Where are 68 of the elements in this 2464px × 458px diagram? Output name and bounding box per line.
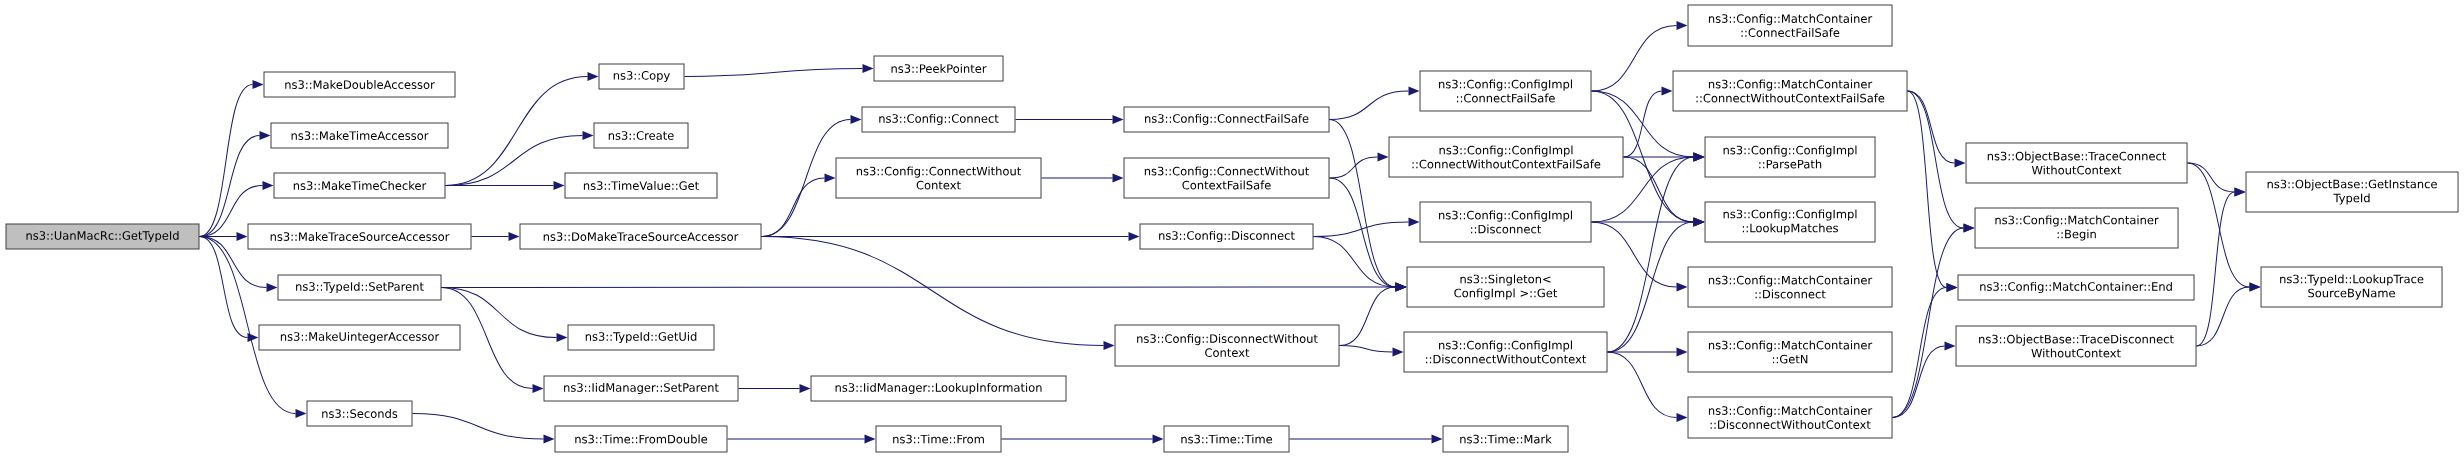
arrow bbox=[1591, 21, 1688, 92]
function-box: ns3::Config::MatchContainer ::Disconnect bbox=[1687, 266, 1893, 308]
function-box: ns3::IidManager::SetParent bbox=[543, 375, 739, 402]
root-function-box: ns3::UanMacRc::GetTypeId bbox=[5, 223, 200, 250]
function-box: ns3::Config::MatchContainer ::Begin bbox=[1974, 207, 2179, 249]
function-box: ns3::Time::Mark bbox=[1442, 425, 1569, 453]
function-box: ns3::DoMakeTraceSourceAccessor bbox=[519, 223, 762, 250]
function-box: ns3::Time::From bbox=[875, 425, 1002, 453]
function-box: ns3::ObjectBase::TraceDisconnect WithoutContext bbox=[1955, 325, 2197, 367]
arrow bbox=[412, 413, 555, 444]
arrow bbox=[1892, 341, 1956, 418]
arrow bbox=[727, 434, 876, 444]
arrow bbox=[199, 236, 307, 418]
arrow bbox=[761, 236, 1115, 350]
function-box: ns3::Config::ConnectFailSafe bbox=[1123, 106, 1330, 133]
arrow bbox=[1015, 115, 1124, 124]
function-box: ns3::Copy bbox=[598, 63, 685, 90]
function-box: ns3::IidManager::LookupInformation bbox=[810, 375, 1067, 402]
function-box: ns3::Time::Time bbox=[1163, 425, 1290, 453]
arrow bbox=[684, 64, 874, 77]
arrow bbox=[738, 384, 811, 393]
function-box: ns3::MakeDoubleAccessor bbox=[263, 71, 456, 98]
function-box: ns3::Config::ConfigImpl ::Disconnect bbox=[1419, 201, 1592, 243]
function-box: ns3::TypeId::LookupTrace SourceByName bbox=[2260, 266, 2443, 308]
function-box: ns3::Config::MatchContainer ::ConnectWithoutContextFailSafe bbox=[1672, 70, 1908, 112]
function-box: ns3::Config::ConfigImpl ::ConnectFailSafe bbox=[1419, 70, 1592, 112]
arrow bbox=[1041, 173, 1124, 183]
function-box: ns3::Config::ConnectWithout Context bbox=[835, 157, 1042, 199]
function-box: ns3::TypeId::GetUid bbox=[567, 324, 715, 351]
function-box: ns3::TimeValue::Get bbox=[564, 172, 718, 199]
function-box: ns3::Config::ConfigImpl ::DisconnectWithoutContext bbox=[1403, 331, 1608, 373]
function-box: ns3::Config::Connect bbox=[861, 106, 1016, 133]
function-box: ns3::MakeTimeAccessor bbox=[270, 122, 449, 149]
function-box: ns3::Create bbox=[593, 122, 689, 149]
function-box: ns3::Config::DisconnectWithout Context bbox=[1114, 324, 1340, 367]
function-box: ns3::MakeTimeChecker bbox=[273, 172, 446, 199]
function-box: ns3::PeekPointer bbox=[873, 55, 1004, 82]
arrow bbox=[1289, 434, 1443, 444]
arrow bbox=[1339, 345, 1404, 357]
arrow bbox=[2196, 187, 2246, 347]
arrow bbox=[1329, 152, 1389, 179]
function-box: ns3::Config::Disconnect bbox=[1139, 223, 1314, 250]
arrow bbox=[199, 236, 259, 342]
function-box: ns3::ObjectBase::TraceConnect WithoutContext bbox=[1965, 142, 2188, 184]
arrow bbox=[1591, 221, 1688, 292]
function-box: ns3::Config::MatchContainer ::ConnectFailSafe bbox=[1687, 4, 1893, 47]
function-box: ns3::ObjectBase::GetInstance TypeId bbox=[2245, 171, 2459, 213]
arrow bbox=[471, 232, 520, 241]
function-box: ns3::Config::MatchContainer::End bbox=[1957, 274, 2195, 301]
function-box: ns3::MakeTraceSourceAccessor bbox=[247, 223, 472, 250]
arrow bbox=[2196, 282, 2261, 347]
function-box: ns3::Config::ConnectWithout ContextFailSafe bbox=[1123, 157, 1330, 199]
function-box: ns3::Config::ConfigImpl ::ConnectWithoutContextFailSafe bbox=[1388, 136, 1624, 178]
arrow bbox=[1607, 351, 1688, 422]
function-box: ns3::Singleton< ConfigImpl >::Get bbox=[1406, 266, 1605, 308]
function-box: ns3::Config::ConfigImpl ::LookupMatches bbox=[1704, 201, 1876, 243]
arrow bbox=[1001, 434, 1164, 444]
arrow bbox=[445, 181, 565, 190]
function-box: ns3::MakeUintegerAccessor bbox=[258, 324, 461, 351]
function-box: ns3::Time::FromDouble bbox=[554, 425, 728, 453]
function-box: ns3::Config::ConfigImpl ::ParsePath bbox=[1704, 136, 1876, 178]
function-box: ns3::Seconds bbox=[306, 400, 413, 427]
arrow bbox=[199, 80, 264, 237]
function-box: ns3::Config::MatchContainer ::GetN bbox=[1687, 331, 1893, 373]
function-box: ns3::Config::MatchContainer ::DisconnectWithoutContext bbox=[1687, 396, 1893, 439]
arrow bbox=[441, 287, 544, 393]
function-box: ns3::TypeId::SetParent bbox=[277, 274, 442, 301]
arrow bbox=[1607, 347, 1688, 357]
